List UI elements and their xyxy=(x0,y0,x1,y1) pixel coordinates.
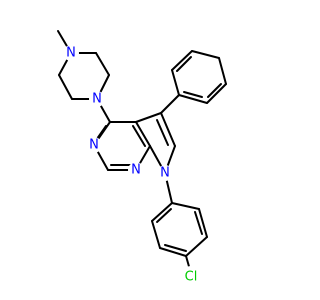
atom-n7: N xyxy=(157,165,173,181)
bond-aryl-double-b xyxy=(164,244,187,252)
atom-label-n1: N xyxy=(131,163,141,178)
bond-aryl-3 xyxy=(159,247,187,257)
bond-phenyl-double-a xyxy=(207,83,222,98)
bond-aryl-double-c xyxy=(194,211,203,235)
bond-phenyl-6 xyxy=(171,69,180,96)
atom-cl: Cl xyxy=(180,266,202,288)
bond-aryl-4 xyxy=(185,236,208,257)
bond-phenyl-2 xyxy=(206,83,227,104)
atom-n1: N xyxy=(128,162,144,178)
bond-phenyl-3 xyxy=(218,57,227,85)
atom-n3: N xyxy=(86,137,102,153)
atom-label-n3: N xyxy=(89,138,99,153)
molecule-structure: N N N N N Cl xyxy=(57,30,227,288)
bond-piperazine-5 xyxy=(58,74,73,100)
atom-label-cl: Cl xyxy=(185,270,198,285)
bond-phenyl-1 xyxy=(178,94,208,104)
bond-c5-phenyl xyxy=(160,94,180,114)
bond-aryl-6 xyxy=(171,202,200,210)
bond-c7a-c4a-double xyxy=(132,125,146,147)
chlorophenyl-ring xyxy=(151,202,208,271)
bond-aryl-2 xyxy=(151,220,161,249)
bond-phenyl-double-c xyxy=(183,91,203,98)
bond-c5-c6 xyxy=(160,112,176,147)
bond-aryl-1 xyxy=(151,202,173,222)
piperazine-group xyxy=(57,30,110,100)
atom-label-n7: N xyxy=(160,166,170,181)
atom-label-n-piperazine-aryl: N xyxy=(92,92,102,107)
bond-aryl-5 xyxy=(198,208,208,238)
bond-phenyl-5 xyxy=(171,50,193,71)
pyrrole-ring xyxy=(135,112,176,174)
phenyl-ring xyxy=(160,50,227,114)
bond-phenyl-double-b xyxy=(176,56,192,72)
bond-piperazine-2 xyxy=(95,52,110,76)
bond-aryl-double-a xyxy=(156,208,172,223)
bond-c7a-c4a xyxy=(135,121,151,147)
atom-n-piperazine-aryl: N xyxy=(89,91,105,107)
bond-phenyl-4 xyxy=(191,50,220,59)
bond-c5-c6-double xyxy=(156,119,169,146)
bond-c4a-c5 xyxy=(135,112,162,123)
atom-label-n-methyl: N xyxy=(66,46,76,61)
atom-n-methyl: N xyxy=(63,45,79,61)
